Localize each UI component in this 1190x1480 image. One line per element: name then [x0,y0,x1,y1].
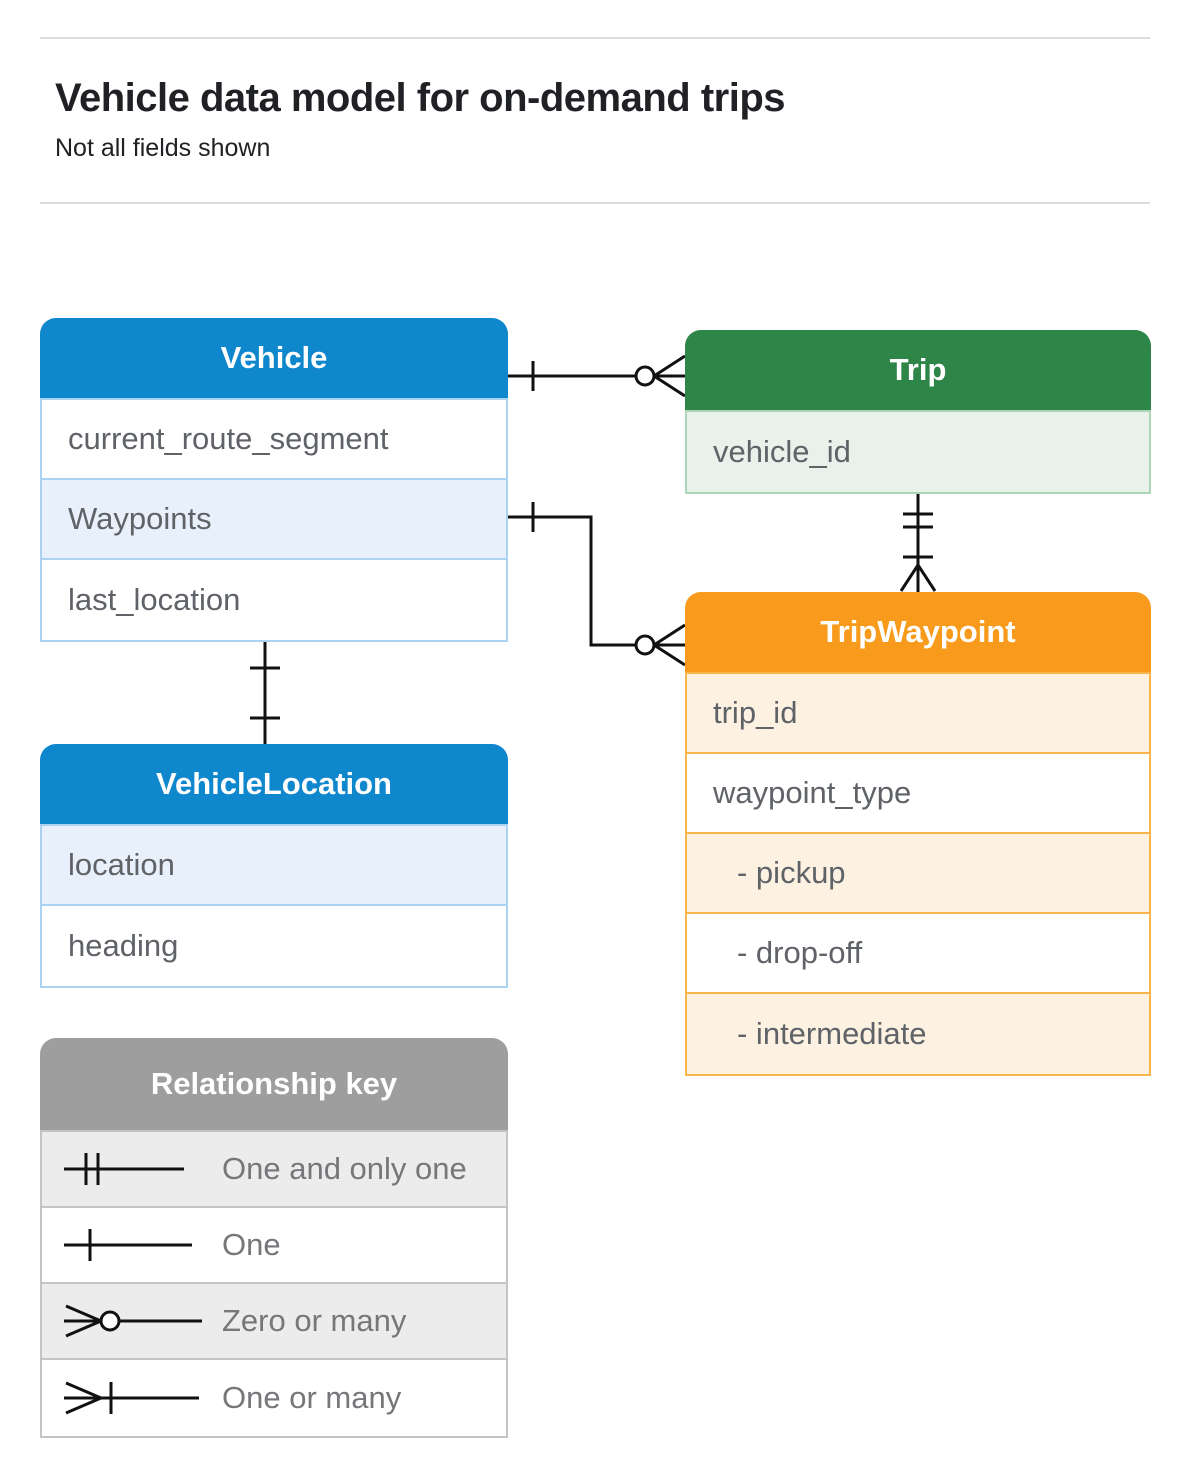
connector-vehicle-trip [508,354,686,398]
key-label: Zero or many [222,1303,407,1338]
entity-vehiclelocation-fields: location heading [40,824,508,988]
field-location: location [42,826,506,906]
field-drop-off: - drop-off [687,914,1149,994]
entity-vehicle-fields: current_route_segment Waypoints last_loc… [40,398,508,642]
zero-or-many-icon [64,1304,202,1338]
header-divider [40,202,1150,204]
entity-vehicle-title: Vehicle [40,318,508,398]
field-vehicle-id: vehicle_id [687,412,1149,492]
field-intermediate: - intermediate [687,994,1149,1074]
key-row-one-or-many: One or many [42,1360,506,1436]
field-waypoints: Waypoints [42,480,506,560]
relationship-key: Relationship key One and only one One [40,1038,508,1438]
key-label: One [222,1227,281,1262]
entity-vehiclelocation-title: VehicleLocation [40,744,508,824]
one-or-many-icon [64,1381,199,1415]
field-trip-id: trip_id [687,674,1149,754]
entity-trip-title: Trip [685,330,1151,410]
field-current-route-segment: current_route_segment [42,400,506,480]
field-last-location: last_location [42,560,506,640]
page-subtitle: Not all fields shown [55,134,271,162]
relationship-key-title: Relationship key [40,1038,508,1130]
one-icon [64,1229,192,1261]
relationship-key-rows: One and only one One Zero or many [40,1130,508,1438]
top-divider [40,37,1150,39]
connector-waypoints-tripwaypoint [508,502,686,667]
one-and-only-one-icon [64,1153,184,1185]
key-row-one-and-only-one: One and only one [42,1132,506,1208]
entity-vehicle: Vehicle current_route_segment Waypoints … [40,318,508,642]
connector-vehicle-vehiclelocation [250,642,280,744]
entity-tripwaypoint-title: TripWaypoint [685,592,1151,672]
key-label: One and only one [222,1151,467,1186]
field-pickup: - pickup [687,834,1149,914]
entity-tripwaypoint-fields: trip_id waypoint_type - pickup - drop-of… [685,672,1151,1076]
entity-trip-fields: vehicle_id [685,410,1151,494]
field-heading: heading [42,906,506,986]
connector-trip-tripwaypoint [899,492,937,592]
entity-vehiclelocation: VehicleLocation location heading [40,744,508,988]
page-title: Vehicle data model for on-demand trips [55,76,786,120]
key-row-one: One [42,1208,506,1284]
field-waypoint-type: waypoint_type [687,754,1149,834]
entity-trip: Trip vehicle_id [685,330,1151,494]
entity-tripwaypoint: TripWaypoint trip_id waypoint_type - pic… [685,592,1151,1076]
key-row-zero-or-many: Zero or many [42,1284,506,1360]
key-label: One or many [222,1380,402,1415]
